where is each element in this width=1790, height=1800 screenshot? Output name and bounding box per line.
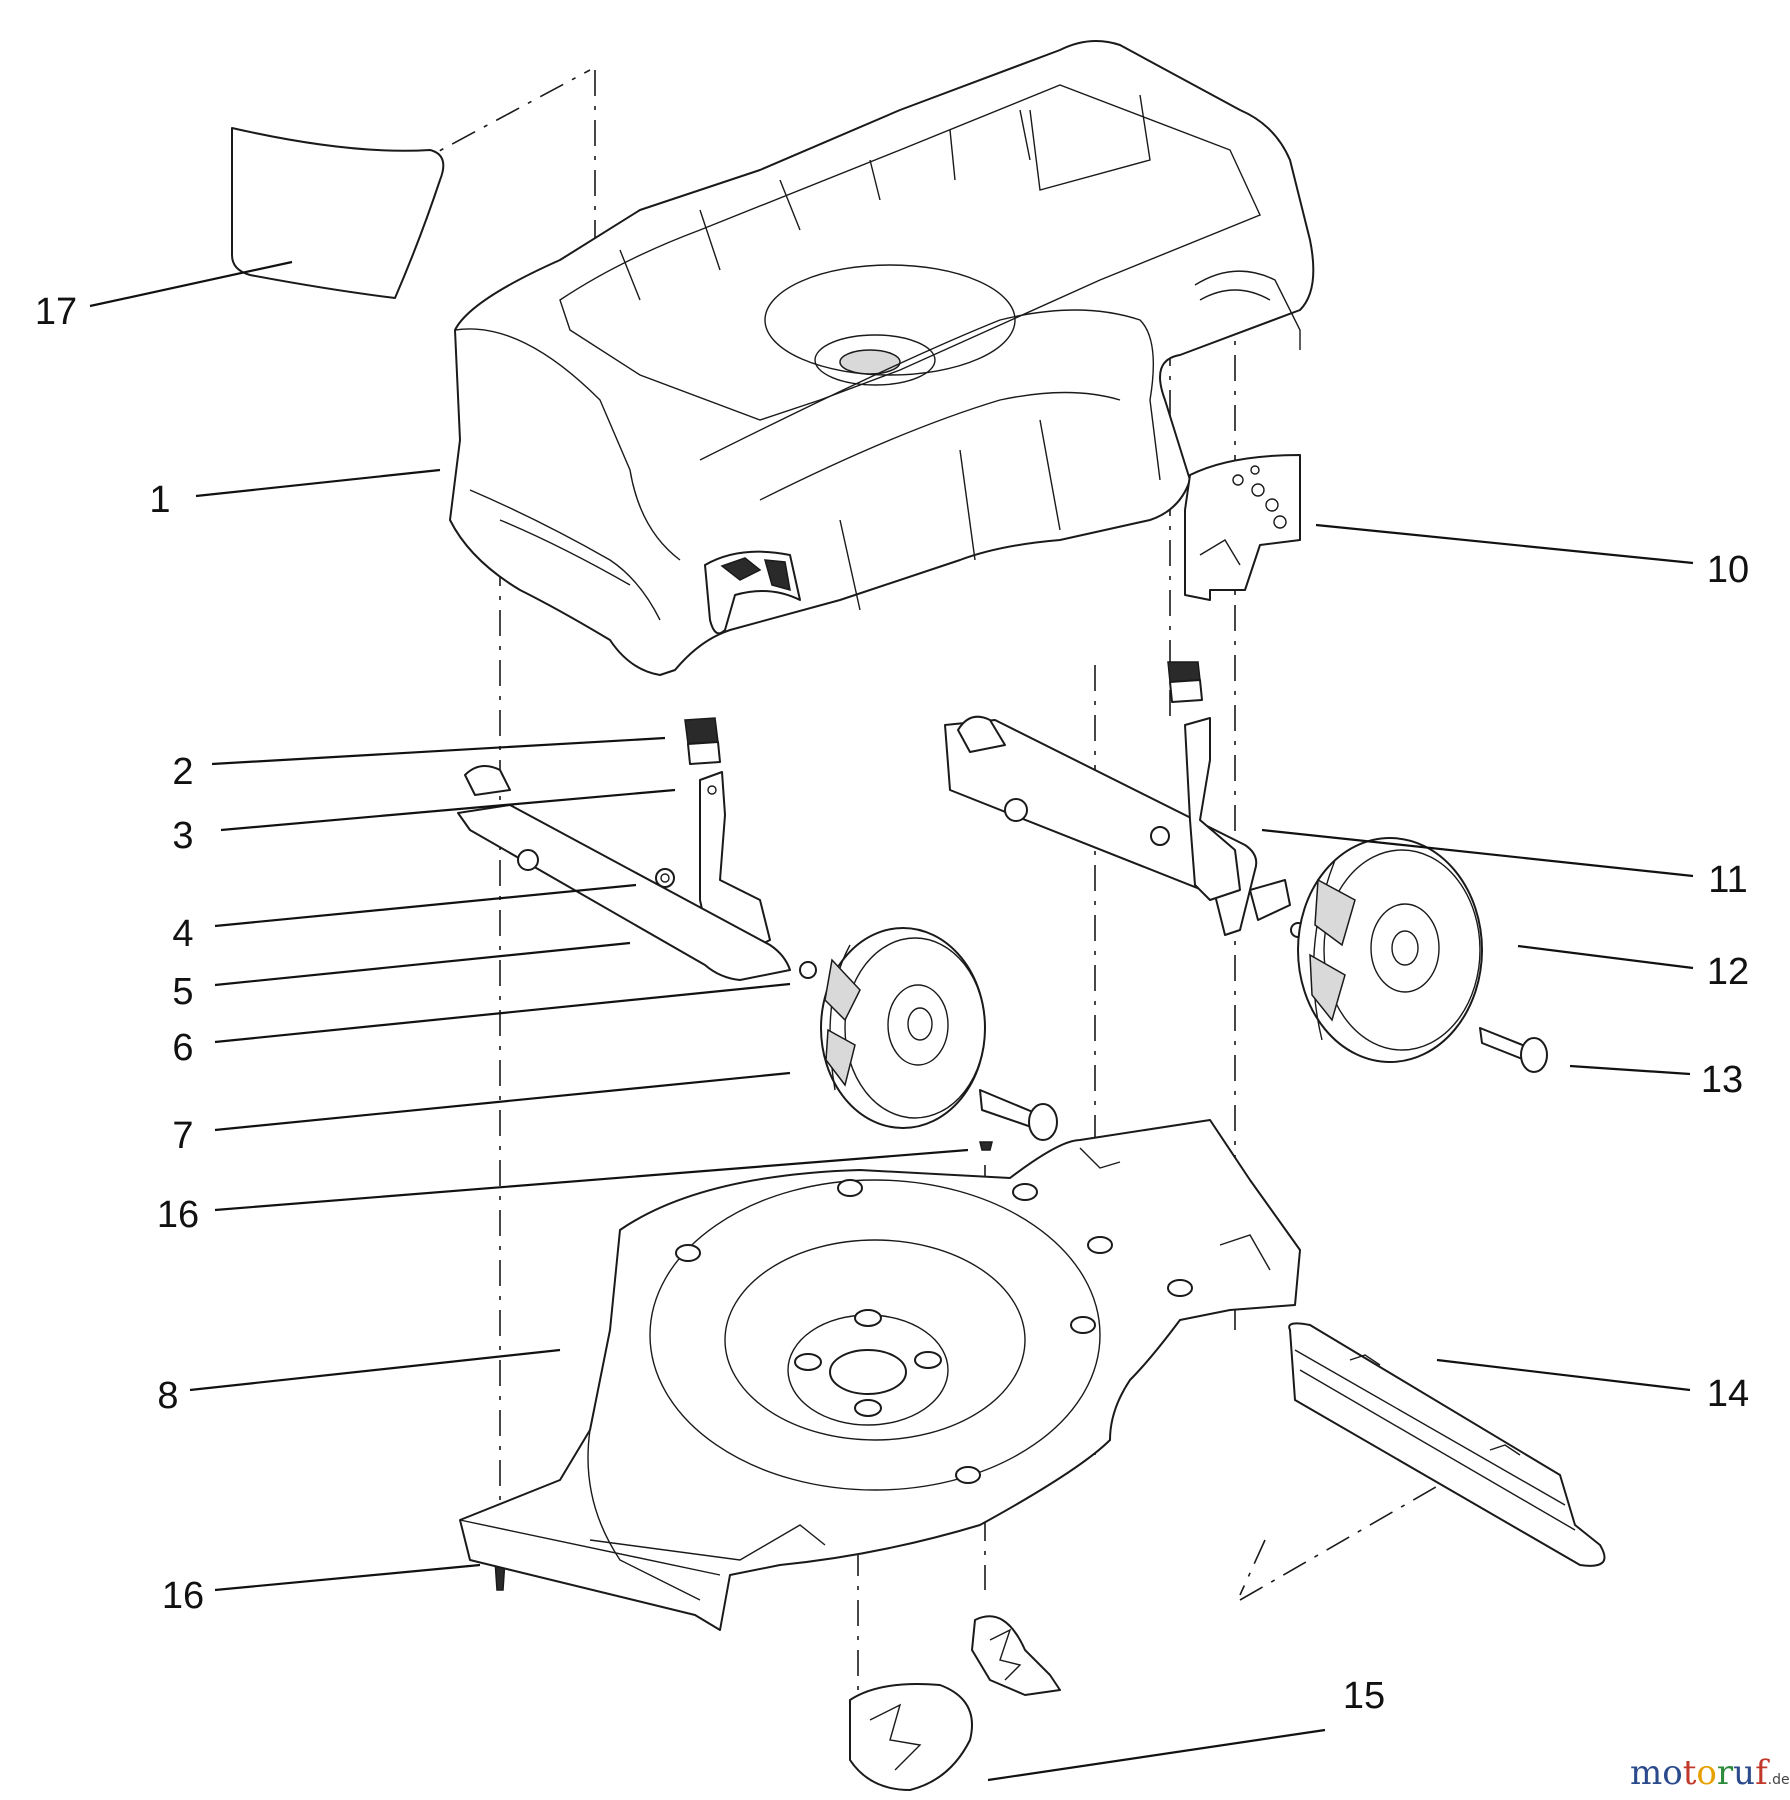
part-1-housing [449,40,1315,676]
wm-letter-3: o [1696,1753,1716,1793]
leader-1 [195,468,441,498]
callout-5: 5 [172,971,193,1013]
leader-10 [1315,523,1694,565]
part-17-decal [231,127,445,299]
wm-suffix: .de [1768,1772,1790,1788]
leader-13 [1569,1064,1691,1076]
leader-7 [214,1071,791,1132]
callout-12: 12 [1707,951,1749,993]
callout-3: 3 [172,815,193,857]
watermark-logo: motoruf.de [1630,1753,1790,1793]
callout-14: 14 [1707,1373,1749,1415]
part-15-caps [849,1615,1061,1791]
callout-6: 6 [172,1027,193,1069]
leader-6 [214,982,791,1044]
callout-8: 8 [157,1375,178,1417]
leader-11 [1261,828,1694,878]
part-2-knob-left [684,717,721,765]
part-13-bolt-right [1479,1027,1548,1073]
leader-12 [1517,944,1694,970]
callout-7: 7 [172,1115,193,1157]
callout-1: 1 [149,479,170,521]
leader-4 [214,883,637,928]
wm-letter-6: f [1755,1753,1770,1793]
leader-3 [220,788,676,832]
leader-16-top [214,1148,969,1212]
callout-13: 13 [1701,1059,1743,1101]
part-11-axle-right [944,715,1306,938]
leader-15 [987,1728,1326,1782]
part-10-height-plate [1184,454,1301,601]
wm-letter-5: u [1733,1753,1755,1793]
leader-5 [214,941,631,987]
callout-15: 15 [1343,1675,1385,1717]
leader-16-bottom [214,1563,481,1592]
callout-labels: 1 2 3 4 5 6 7 8 10 11 12 13 14 15 16 16 … [35,291,1749,1717]
callout-10: 10 [1707,549,1749,591]
leader-8 [189,1348,561,1392]
svg-text:motoruf.de: motoruf.de [1630,1753,1790,1793]
callout-16-top: 16 [157,1194,199,1236]
wm-letter-0: m [1630,1753,1662,1793]
leader-14 [1436,1358,1691,1392]
part-12-wheel-right [1297,837,1483,1063]
callout-2: 2 [172,751,193,793]
leader-2 [211,736,666,766]
wm-letter-2: t [1683,1753,1697,1793]
part-2-knob-right [1167,661,1203,703]
callout-17: 17 [35,291,77,333]
leader-17 [89,260,293,308]
wm-letter-1: o [1662,1753,1682,1793]
part-6-washer-left [799,961,817,979]
part-5-axle-left [457,765,791,981]
part-8-deck [459,1119,1301,1631]
wm-letter-4: r [1717,1753,1734,1793]
part-7-wheel-left [820,927,1058,1141]
part-4-nut-left [655,868,675,888]
callout-11: 11 [1708,859,1747,901]
leader-lines [89,260,1694,1782]
callout-16-bottom: 16 [162,1575,204,1617]
part-14-rear-flap [1288,1322,1606,1567]
callout-4: 4 [172,913,193,955]
